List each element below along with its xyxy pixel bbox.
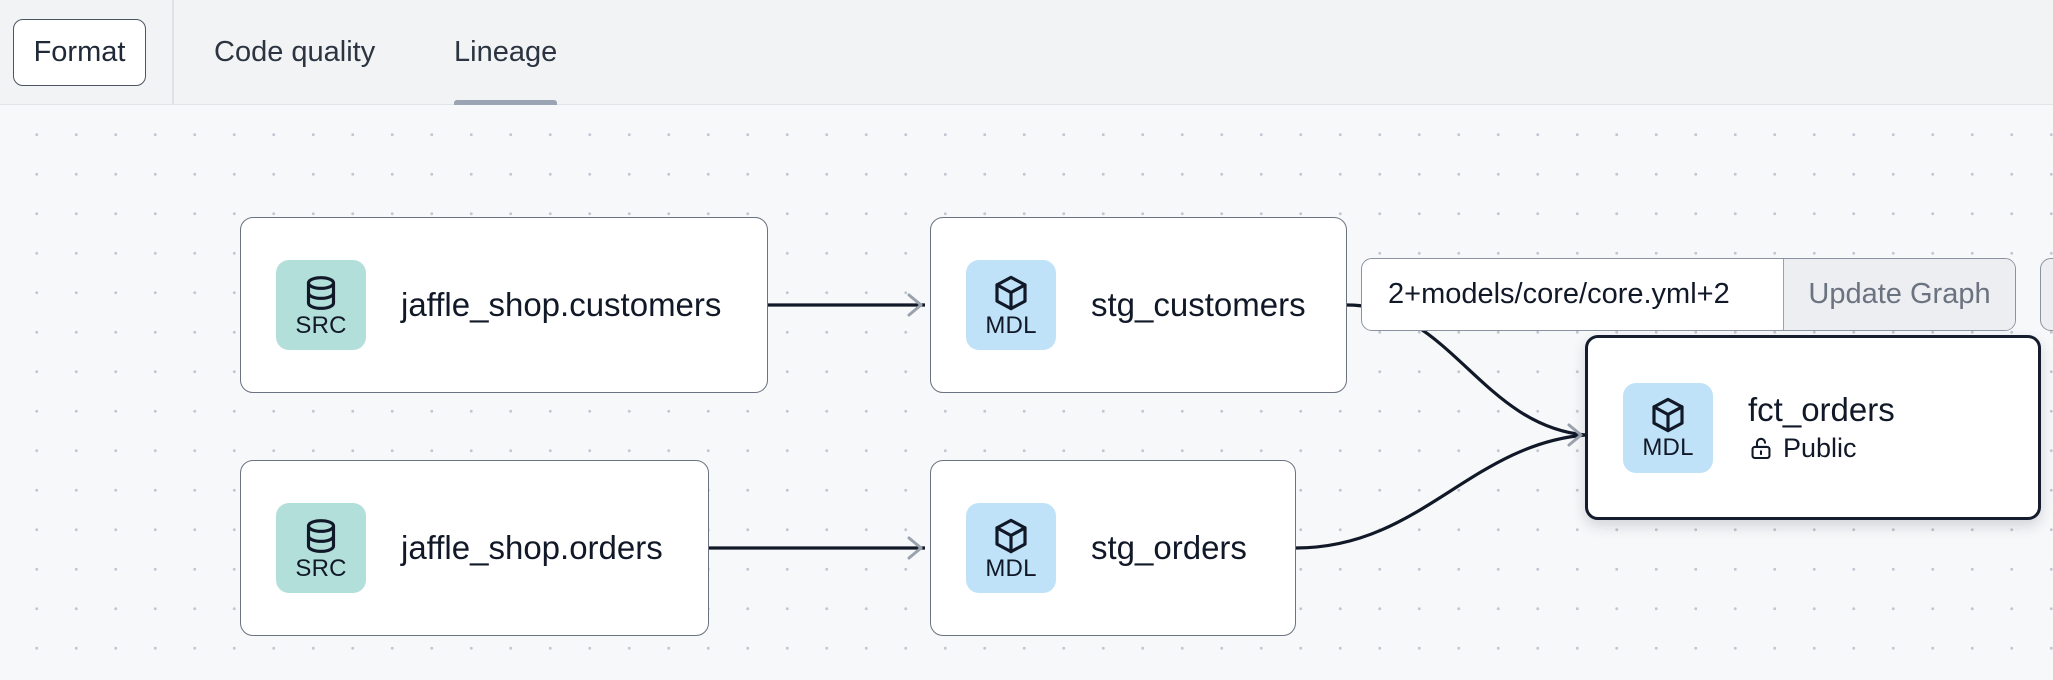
badge-mdl: MDL	[1623, 382, 1713, 473]
node-title: stg_customers	[1091, 286, 1306, 324]
lineage-node-fct-orders[interactable]: MDL fct_orders Public	[1585, 335, 2041, 520]
graph-options-button[interactable]	[2040, 258, 2053, 331]
badge-label: MDL	[985, 554, 1037, 582]
cube-icon	[995, 275, 1027, 310]
badge-src: SRC	[276, 503, 366, 593]
graph-controls: Update Graph	[1361, 258, 2016, 331]
badge-src: SRC	[276, 260, 366, 350]
lineage-node-stg-orders[interactable]: MDL stg_orders	[930, 460, 1296, 636]
node-body: jaffle_shop.customers	[401, 286, 721, 324]
badge-label: MDL	[985, 311, 1037, 339]
node-title: jaffle_shop.orders	[401, 529, 663, 567]
format-button[interactable]: Format	[13, 19, 146, 86]
badge-mdl: MDL	[966, 260, 1056, 350]
badge-label: SRC	[295, 311, 347, 339]
node-title: jaffle_shop.customers	[401, 286, 722, 324]
tab-label: Lineage	[454, 36, 558, 68]
node-visibility-label: Public	[1783, 432, 1857, 463]
node-selector-input[interactable]	[1362, 259, 1783, 330]
tab-label: Code quality	[214, 36, 376, 68]
node-body: jaffle_shop.orders	[401, 529, 663, 567]
arrowhead-icon	[1567, 423, 1583, 447]
cube-icon	[995, 518, 1027, 553]
badge-label: MDL	[1642, 434, 1694, 461]
tab-underline	[454, 100, 558, 105]
edge-stg-orders-to-fct-orders	[1295, 433, 1586, 550]
arrowhead-icon	[907, 536, 923, 560]
cube-icon	[1652, 397, 1684, 433]
update-graph-button[interactable]: Update Graph	[1783, 259, 2015, 330]
unlock-icon	[1751, 438, 1771, 460]
lineage-canvas[interactable]: SRC jaffle_shop.customers SRC jaffle_sho…	[0, 105, 2053, 680]
node-body: fct_orders Public	[1748, 391, 1895, 464]
arrowhead-icon	[907, 293, 923, 317]
top-toolbar: Format Code quality Lineage	[0, 0, 2053, 105]
badge-label: SRC	[295, 554, 347, 582]
lineage-node-jaffle-shop-orders[interactable]: SRC jaffle_shop.orders	[240, 460, 709, 636]
tab-code-quality[interactable]: Code quality	[200, 0, 389, 105]
lineage-node-stg-customers[interactable]: MDL stg_customers	[930, 217, 1347, 393]
database-icon	[306, 275, 336, 310]
lineage-node-jaffle-shop-customers[interactable]: SRC jaffle_shop.customers	[240, 217, 768, 393]
database-icon	[306, 518, 336, 553]
node-body: stg_orders	[1091, 529, 1247, 567]
tab-lineage[interactable]: Lineage	[440, 0, 571, 105]
node-title: stg_orders	[1091, 529, 1247, 567]
node-title: fct_orders	[1748, 391, 1895, 429]
toolbar-divider	[172, 0, 174, 105]
node-body: stg_customers	[1091, 286, 1306, 324]
node-visibility: Public	[1748, 433, 1895, 464]
badge-mdl: MDL	[966, 503, 1056, 593]
